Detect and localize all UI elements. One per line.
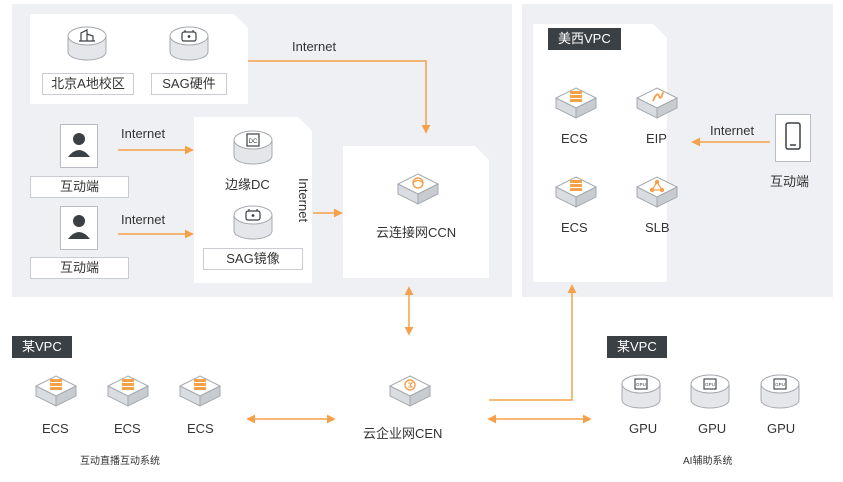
cen-label: 云企业网CEN	[363, 426, 443, 441]
terminal-mid	[60, 206, 98, 250]
ai-system-caption: AI辅助系统	[683, 456, 733, 467]
internet-label-user1: Internet	[121, 126, 166, 141]
edge-dc-label: 边缘DC	[225, 177, 270, 192]
internet-label-vertical: Internet	[296, 178, 311, 223]
gpu-chip-text: GPU	[705, 382, 715, 387]
dc-icon-text: DC	[249, 139, 258, 145]
us-west-vpc-tag: 美西VPC	[548, 28, 621, 50]
gpu-chip-text: GPU	[775, 382, 785, 387]
ecs-label-1: ECS	[42, 421, 69, 436]
internet-label-right: Internet	[710, 123, 755, 138]
terminal-top-label: 互动端	[30, 176, 129, 198]
ecs-icon-2	[106, 375, 150, 407]
slb-label: SLB	[645, 220, 670, 235]
ecs-label-a: ECS	[561, 131, 588, 146]
live-system-caption: 互动直播互动系统	[80, 456, 160, 467]
terminal-mid-label: 互动端	[30, 257, 129, 279]
phone-icon	[785, 122, 801, 150]
gpu-chip-text: GPU	[636, 382, 646, 387]
gpu-label-3: GPU	[767, 421, 796, 436]
ecs-icon-3	[178, 375, 222, 407]
sag-hardware-label: SAG硬件	[151, 73, 227, 95]
gpu-label-2: GPU	[698, 421, 727, 436]
eip-icon	[635, 87, 679, 119]
us-west-vpc-card	[533, 24, 667, 282]
line-cen-uswest	[489, 284, 577, 401]
ccn-label: 云连接网CCN	[376, 225, 457, 240]
gpu-icon-2: GPU	[690, 374, 730, 409]
ecs-label-3: ECS	[187, 421, 214, 436]
eip-label: EIP	[646, 131, 667, 146]
user-icon	[68, 133, 90, 157]
beijing-campus-label: 北京A地校区	[42, 73, 134, 95]
internet-label-user2: Internet	[121, 212, 166, 227]
cen-icon	[388, 375, 432, 407]
terminal-right-label: 互动端	[770, 174, 810, 189]
ecs-icon-b	[554, 176, 598, 208]
campus-building-icon	[67, 26, 107, 61]
internet-label-top: Internet	[292, 39, 337, 54]
gpu-label-1: GPU	[629, 421, 658, 436]
ecs-label-b: ECS	[561, 220, 588, 235]
terminal-top	[60, 124, 98, 168]
sag-mirror-icon	[233, 205, 273, 240]
vpc-right-tag: 某VPC	[607, 336, 667, 358]
terminal-right	[775, 114, 811, 162]
ccn-icon	[396, 173, 440, 205]
ecs-label-2: ECS	[114, 421, 141, 436]
slb-icon	[635, 176, 679, 208]
ecs-icon-1	[34, 375, 78, 407]
sag-hardware-icon	[169, 26, 209, 61]
sag-mirror-label: SAG镜像	[203, 248, 303, 270]
gpu-icon-3: GPU	[760, 374, 800, 409]
ecs-icon-a	[554, 87, 598, 119]
gpu-icon-1: GPU	[621, 374, 661, 409]
vpc-left-tag: 某VPC	[12, 336, 72, 358]
ccn-card	[343, 146, 489, 278]
line-campus-to-ccn	[248, 60, 431, 134]
user-icon	[68, 215, 90, 239]
edge-dc-icon: DC	[233, 130, 273, 165]
